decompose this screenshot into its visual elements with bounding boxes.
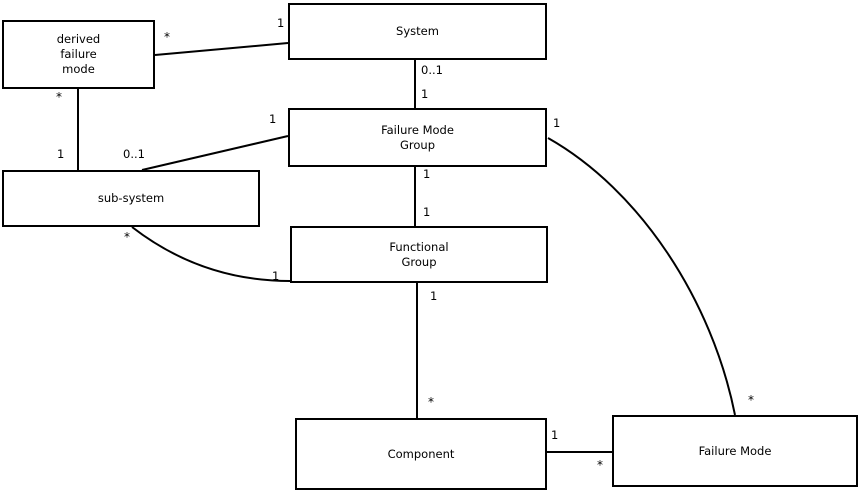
class-box-system[interactable]: System — [288, 3, 547, 60]
mult-functional-to-component-source: 1 — [430, 289, 438, 303]
mult-component-to-fm-source: 1 — [551, 428, 559, 442]
mult-system-to-fmg-source: 0..1 — [421, 63, 443, 77]
class-box-failure-mode-group[interactable]: Failure Mode Group — [288, 108, 547, 167]
mult-system-to-fmg-target: 1 — [421, 87, 429, 101]
mult-subsystem-to-functional-source: * — [124, 230, 130, 244]
mult-functional-to-component-target: * — [428, 395, 434, 409]
mult-fmg-to-fm-source: 1 — [553, 116, 561, 130]
class-box-label: Component — [387, 446, 455, 461]
association-failure-mode-group--failure-mode — [547, 137, 736, 416]
class-box-failure-mode[interactable]: Failure Mode — [612, 415, 858, 487]
class-box-sub-system[interactable]: sub-system — [2, 170, 260, 227]
mult-derived-to-system-target: 1 — [277, 16, 285, 30]
class-box-functional-group[interactable]: Functional Group — [290, 226, 548, 283]
mult-derived-to-subsystem-source: * — [56, 90, 62, 104]
mult-component-to-fm-target: * — [597, 458, 603, 472]
mult-subsystem-to-functional-target: 1 — [272, 269, 280, 283]
class-box-label: Failure Mode — [698, 443, 772, 458]
association-derived-failure-mode--system — [154, 42, 289, 56]
association-sub-system--failure-mode-group — [141, 135, 289, 171]
class-box-derived-failure-mode[interactable]: derived failure mode — [2, 20, 155, 89]
mult-fmg-to-functional-source: 1 — [423, 167, 431, 181]
class-box-label: System — [396, 24, 439, 38]
mult-subsystem-to-fmg-target: 1 — [269, 112, 277, 126]
mult-derived-to-subsystem-target: 1 — [57, 147, 65, 161]
mult-subsystem-to-fmg-source: 0..1 — [123, 147, 145, 161]
class-box-label: Functional Group — [389, 239, 449, 269]
class-box-component[interactable]: Component — [295, 418, 547, 490]
class-box-label: derived failure mode — [56, 32, 101, 76]
class-box-label: Failure Mode Group — [381, 122, 454, 152]
association-sub-system--functional-group — [131, 226, 291, 282]
class-box-label: sub-system — [97, 191, 165, 205]
mult-fmg-to-fm-target: * — [748, 393, 754, 407]
mult-fmg-to-functional-target: 1 — [423, 205, 431, 219]
mult-derived-to-system-source: * — [164, 30, 170, 44]
